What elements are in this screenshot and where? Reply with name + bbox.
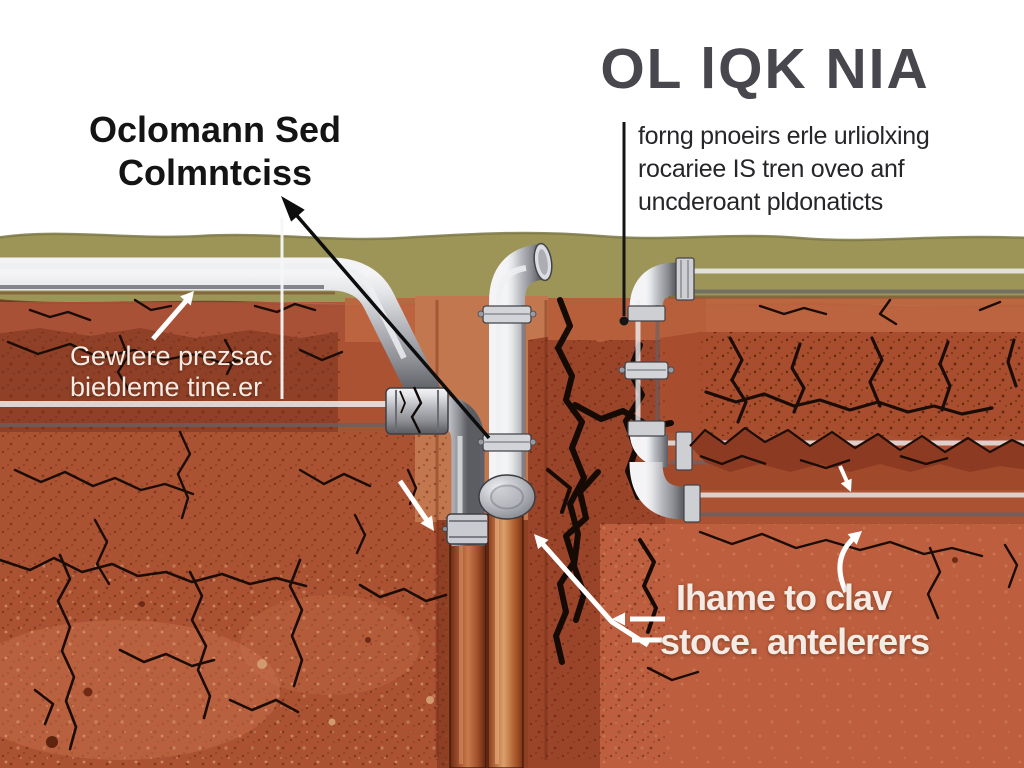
annotations <box>151 122 862 648</box>
soil-label-line2: biebleme tine.er <box>70 372 263 402</box>
page-title: OL lQK NIA <box>600 37 930 101</box>
soil-label: Gewlere prezsac biebleme tine.er <box>70 341 350 403</box>
clay-bent-arrow-icon <box>534 534 650 648</box>
right-pipe-fittings <box>618 257 701 523</box>
clay-left-arrow-icon <box>612 612 665 643</box>
gap-arrow-down-icon <box>838 465 852 492</box>
left-heading-line1: Oclomann Sed <box>88 109 342 150</box>
soil-arrow-up-right-icon <box>151 291 194 341</box>
center-riser-pipe <box>489 242 553 482</box>
callout-pointer-icon <box>619 122 629 326</box>
left-heading-line2: Colmntciss <box>117 152 313 193</box>
callout-line1: forng pnoeirs erle urliolxing <box>638 122 930 150</box>
center-clay-pipe <box>487 511 524 768</box>
pebbles <box>46 557 958 748</box>
callout-paragraph: forng pnoeirs erle urliolxing rocariee I… <box>638 120 978 219</box>
left-clay-service-pipe <box>449 537 487 768</box>
clay-label-line2: stoce. antelerers <box>660 621 930 662</box>
callout-line2: rocariee IS tren oveo anf <box>638 155 905 183</box>
callout-line3: uncderoant pldonaticts <box>638 188 883 216</box>
left-heading: Oclomann Sed Colmntciss <box>50 108 380 194</box>
clay-curved-arrow-icon <box>837 531 862 594</box>
center-pipe-collars <box>477 305 537 452</box>
coupling-arrow-down-right-icon <box>397 479 434 531</box>
wye-fitting-cracked <box>385 386 449 435</box>
left-pipe-coupling <box>442 513 494 545</box>
soil-cracks <box>0 297 1019 751</box>
soil-crust-overhang <box>689 426 1024 472</box>
black-arrow-icon <box>281 196 491 440</box>
ball-joint <box>478 474 536 520</box>
pipe-crack <box>410 386 423 434</box>
clay-label: Ihame to clav stoce. antelerers <box>660 576 990 664</box>
clay-label-line1: Ihame to clav <box>676 577 892 618</box>
soil-label-line1: Gewlere prezsac <box>70 341 273 371</box>
